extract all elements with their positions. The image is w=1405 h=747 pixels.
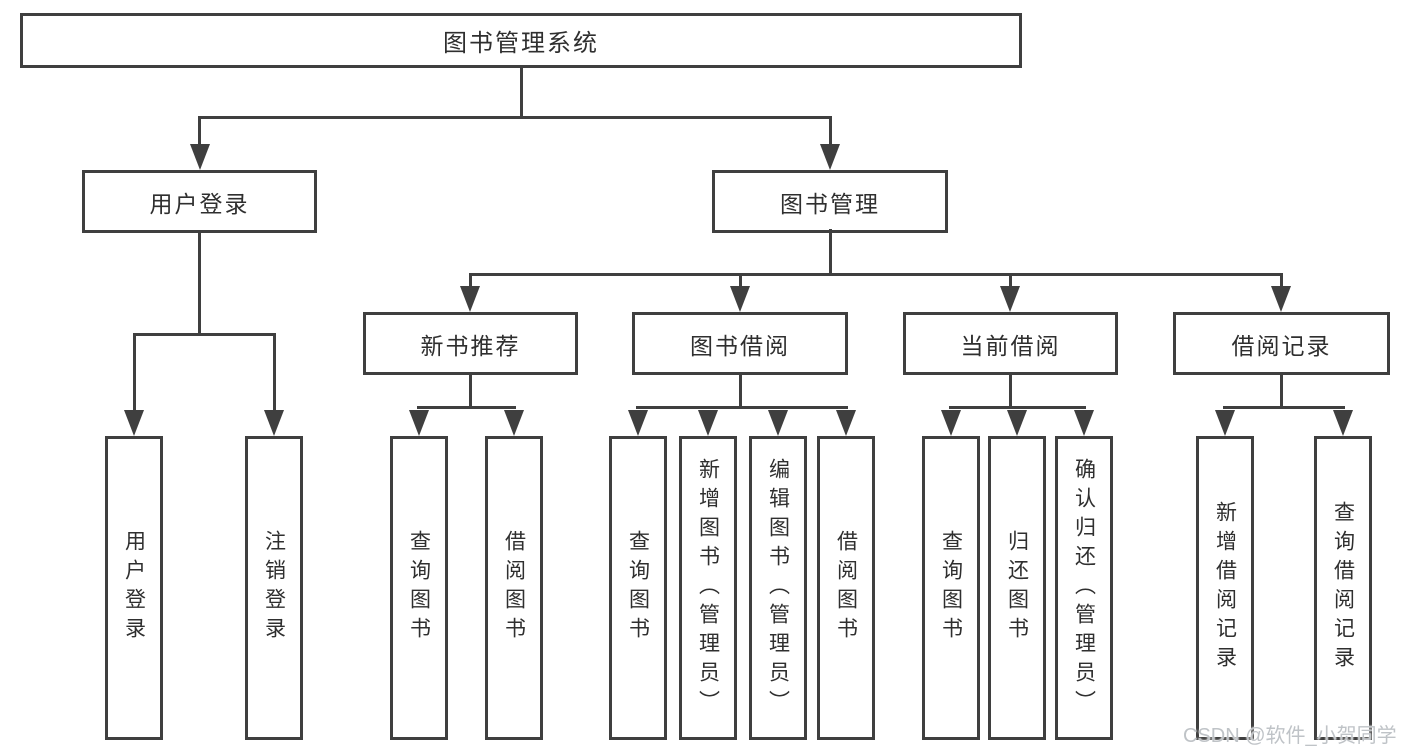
leaf-edit-book-admin: 编辑图书（管理员） [749,436,807,740]
arrowhead-to-leaf-logout [264,410,284,436]
edge-current-borrowing-bar [949,406,1086,409]
arrowhead-to-user-login [190,144,210,170]
edge-current-borrowing-trunk [1009,373,1012,409]
node-book-management: 图书管理 [712,170,948,233]
leaf-borrow-books: 借阅图书 [817,436,875,740]
arrowhead-to-new-book-recommend [460,286,480,312]
arrowhead-to-leaf-borrow-books-recommend [504,410,524,436]
edge-user-login-bar [133,333,276,336]
leaf-query-borrow-record: 查询借阅记录 [1314,436,1372,740]
edge-book-mgmt-trunk [829,229,832,276]
edge-drop-book-borrowing [739,273,742,291]
edge-drop-current-borrowing [1009,273,1012,291]
node-user-login: 用户登录 [82,170,317,233]
arrowhead-to-leaf-add-borrow-record [1215,410,1235,436]
edge-user-login-drop-right [273,333,276,415]
leaf-add-borrow-record: 新增借阅记录 [1196,436,1254,740]
node-book-borrowing: 图书借阅 [632,312,848,375]
edge-user-login-trunk [198,230,201,336]
leaf-logout: 注销登录 [245,436,303,740]
arrowhead-to-leaf-query-books-recommend [409,410,429,436]
edge-user-login-drop-left [133,333,136,415]
edge-root-drop-left [198,116,201,148]
edge-borrowing-records-bar [1223,406,1345,409]
edge-drop-borrowing-records [1280,273,1283,291]
arrowhead-to-leaf-add-book-admin [698,410,718,436]
arrowhead-to-leaf-edit-book-admin [768,410,788,436]
node-new-book-recommend: 新书推荐 [363,312,578,375]
leaf-add-book-admin: 新增图书（管理员） [679,436,737,740]
arrowhead-to-leaf-return-book [1007,410,1027,436]
arrowhead-to-book-management [820,144,840,170]
leaf-return-book: 归还图书 [988,436,1046,740]
edge-book-borrowing-bar [636,406,848,409]
arrowhead-to-borrowing-records [1271,286,1291,312]
leaf-query-books-borrowing: 查询图书 [609,436,667,740]
edge-drop-new-book [469,273,472,291]
edge-book-borrowing-trunk [739,373,742,409]
leaf-user-login: 用户登录 [105,436,163,740]
node-library-management-system: 图书管理系统 [20,13,1022,68]
leaf-confirm-return-admin: 确认归还（管理员） [1055,436,1113,740]
edge-book-mgmt-bar [469,273,1282,276]
edge-root-bar [198,116,832,119]
arrowhead-to-leaf-query-borrow-record [1333,410,1353,436]
edge-borrowing-records-trunk [1280,373,1283,409]
arrowhead-to-book-borrowing [730,286,750,312]
leaf-query-books-recommend: 查询图书 [390,436,448,740]
node-borrowing-records: 借阅记录 [1173,312,1390,375]
edge-new-book-trunk [469,373,472,409]
node-current-borrowing: 当前借阅 [903,312,1118,375]
arrowhead-to-leaf-user-login [124,410,144,436]
arrowhead-to-leaf-borrow-books [836,410,856,436]
edge-new-book-bar [417,406,516,409]
arrowhead-to-leaf-confirm-return-admin [1074,410,1094,436]
edge-root-trunk [520,65,523,119]
leaf-borrow-books-recommend: 借阅图书 [485,436,543,740]
arrowhead-to-current-borrowing [1000,286,1020,312]
arrowhead-to-leaf-query-books-current [941,410,961,436]
leaf-query-books-current: 查询图书 [922,436,980,740]
arrowhead-to-leaf-query-books-borrowing [628,410,648,436]
csdn-watermark: CSDN @软件_小贺同学 [1183,725,1397,747]
edge-root-drop-right [829,116,832,148]
